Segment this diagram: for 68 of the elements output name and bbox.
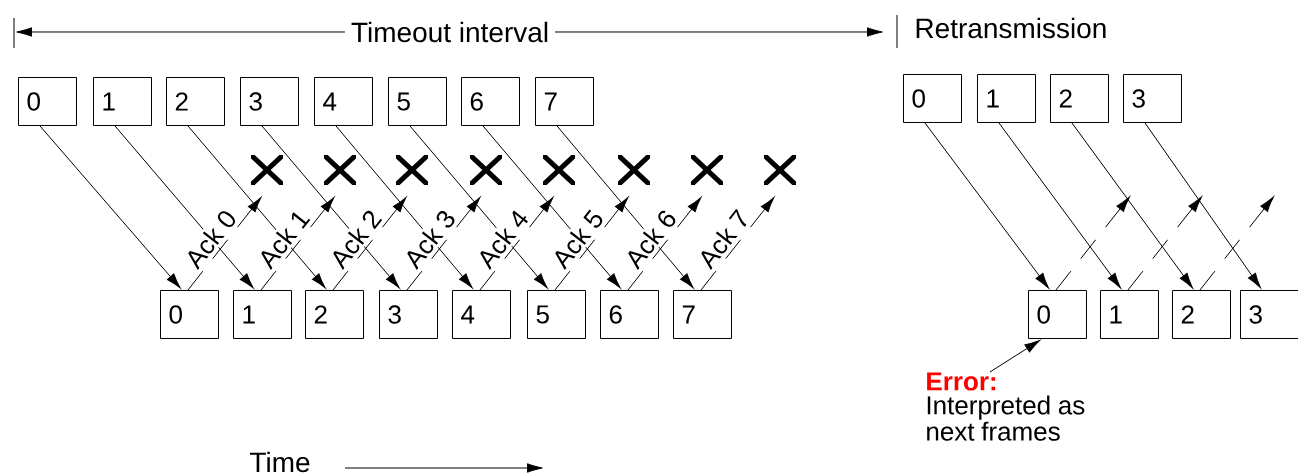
ack-arrow: [1127, 196, 1202, 291]
frame-box: 2: [1050, 74, 1109, 123]
ack-arrow: [1055, 196, 1130, 291]
frame-box: 7: [673, 290, 732, 339]
frame-arrow: [1071, 122, 1193, 289]
ack-arrow: [332, 197, 407, 291]
label-text: Time: [243, 449, 317, 475]
frame-box: 7: [535, 77, 594, 126]
ack-arrow: [1199, 196, 1274, 291]
ack-arrow: [700, 197, 775, 291]
frame-box: 3: [1240, 290, 1298, 339]
frame-arrow: [261, 125, 400, 289]
frame-box: 4: [452, 290, 511, 339]
label-text: Retransmission: [908, 15, 1114, 41]
frame-box: 0: [903, 74, 962, 123]
frame-arrow: [482, 125, 621, 289]
edge-label: Ack 7: [693, 204, 754, 273]
frame-box: 6: [600, 290, 659, 339]
cross-mark: [764, 155, 796, 185]
frame-box: 4: [314, 77, 373, 126]
frame-arrow: [1144, 122, 1261, 289]
cross-mark: [470, 155, 502, 185]
edge-label: Ack 0: [180, 204, 241, 273]
frame-box: 3: [240, 77, 299, 126]
ack-arrow: [260, 197, 335, 291]
cross-mark: [691, 155, 723, 185]
frame-arrow: [187, 125, 326, 289]
edge-label: Ack 4: [472, 204, 533, 273]
edge-label: Ack 3: [399, 204, 460, 273]
edge-label: Ack 1: [253, 204, 314, 273]
ack-arrow: [554, 197, 629, 291]
error-note: Error: Interpreted as next frames: [927, 372, 1085, 441]
frame-box: 5: [388, 77, 447, 126]
frame-arrow: [39, 125, 181, 289]
frame-box: 2: [305, 290, 364, 339]
label-text: Timeout interval: [344, 19, 556, 45]
frame-box: 0: [1028, 290, 1087, 339]
frame-arrow: [114, 125, 254, 289]
frame-box: 2: [1172, 290, 1231, 339]
ack-arrow: [479, 197, 554, 291]
frame-arrow: [924, 122, 1049, 289]
frame-arrow: [998, 122, 1121, 289]
frame-arrow: [409, 125, 548, 289]
frame-box: 6: [461, 77, 520, 126]
ack-arrow: [406, 197, 481, 291]
frame-box: 1: [977, 74, 1036, 123]
frame-arrow: [335, 125, 473, 289]
frame-box: 1: [1100, 290, 1159, 339]
frame-box: 5: [527, 290, 586, 339]
frame-box: 0: [160, 290, 219, 339]
ack-arrow: [627, 197, 702, 291]
edge-label: Ack 2: [325, 204, 386, 273]
ack-arrow: [187, 197, 262, 291]
frame-box: 1: [233, 290, 292, 339]
frame-box: 0: [18, 77, 77, 126]
cross-mark: [618, 155, 650, 185]
edge-label: Ack 5: [547, 204, 608, 273]
edge-label: Ack 6: [620, 204, 681, 273]
cross-mark: [396, 155, 428, 185]
cross-mark: [251, 155, 283, 185]
frame-box: 3: [379, 290, 438, 339]
cross-mark: [543, 155, 575, 185]
frame-box: 3: [1123, 74, 1182, 123]
pointer-arrow: [989, 339, 1041, 373]
frame-arrow: [556, 125, 694, 289]
frame-box: 2: [166, 77, 225, 126]
frame-box: 1: [93, 77, 152, 126]
cross-mark: [324, 155, 356, 185]
